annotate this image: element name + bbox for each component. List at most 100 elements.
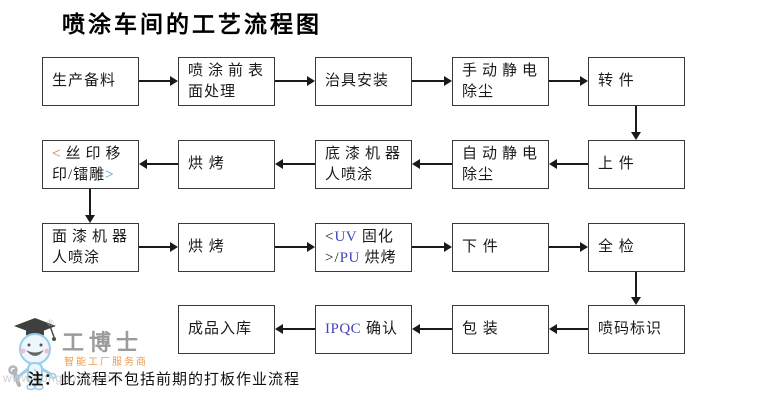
flow-connector-line <box>147 163 178 165</box>
arrow-down-icon <box>631 132 641 140</box>
flow-box-uv-pu-baking: <UV 固化 >/PU 烘烤 <box>315 223 412 272</box>
box-label: 全 检 <box>598 239 635 255</box>
flow-box-load-part: 上 件 <box>588 140 685 189</box>
flow-box-topcoat-robot-spray: 面漆机器 人喷涂 <box>42 223 139 272</box>
label-text: 印/镭雕 <box>52 166 106 183</box>
box-label-line2: 印/镭雕> <box>52 165 138 186</box>
flow-box-jig-install: 治具安装 <box>315 57 412 106</box>
label-latin: UV <box>334 228 358 245</box>
flow-connector-line <box>635 272 637 297</box>
arrow-right-icon <box>444 76 452 86</box>
box-label-line1: 手动静电 <box>462 62 543 79</box>
flow-connector-line <box>557 163 588 165</box>
label-text: 丝印移 <box>65 145 126 162</box>
label-text: 确认 <box>361 321 398 337</box>
flow-connector-line <box>89 189 91 215</box>
arrow-down-icon <box>85 215 95 223</box>
flow-connector-line <box>549 80 580 82</box>
arrow-right-icon <box>170 242 178 252</box>
arrow-left-icon <box>412 324 420 334</box>
box-label-line1: 喷涂前表 <box>188 62 269 79</box>
flow-connector-line <box>412 80 444 82</box>
flow-box-baking-1: 烘 烤 <box>178 140 275 189</box>
box-label: 生产备料 <box>52 73 117 89</box>
box-label-line1: 自动静电 <box>462 145 543 162</box>
flow-box-auto-static-dedust: 自动静电 除尘 <box>452 140 549 189</box>
gongboshi-mascot-icon <box>6 317 64 398</box>
flow-connector-line <box>557 328 588 330</box>
flow-connector-line <box>549 246 580 248</box>
box-label-line2: 人喷涂 <box>325 166 374 183</box>
box-label: 转 件 <box>598 73 635 89</box>
flow-box-unload-part: 下 件 <box>452 223 549 272</box>
label-latin: IPQC <box>325 321 362 337</box>
box-label-line1: <UV 固化 <box>325 227 411 248</box>
box-label: 喷码标识 <box>598 321 663 337</box>
label-text: 固化 <box>357 228 394 245</box>
flow-connector-line <box>283 328 315 330</box>
flow-connector-line <box>139 246 170 248</box>
arrow-left-icon <box>549 324 557 334</box>
arrow-right-icon <box>307 242 315 252</box>
flow-box-materials: 生产备料 <box>42 57 139 106</box>
watermark-tagline: 智能工厂服务商 <box>64 357 148 368</box>
arrow-down-icon <box>631 297 641 305</box>
flow-box-silk-print: <丝印移 印/镭雕> <box>42 140 139 189</box>
flow-connector-line <box>635 106 637 132</box>
box-label: 烘 烤 <box>188 239 225 255</box>
flow-connector-line <box>275 246 307 248</box>
box-label-line2: 除尘 <box>462 166 495 183</box>
arrow-left-icon <box>139 159 147 169</box>
box-label: 成品入库 <box>188 321 253 337</box>
box-label: IPQC 确认 <box>325 319 411 340</box>
arrow-right-icon <box>580 76 588 86</box>
box-label: 上 件 <box>598 156 635 172</box>
watermark-url: www.gongboshi.com <box>3 371 122 385</box>
close-bracket: >/ <box>325 249 340 266</box>
box-label: 包 装 <box>462 321 499 337</box>
flow-box-inkjet-marking: 喷码标识 <box>588 305 685 354</box>
flow-box-primer-robot-spray: 底漆机器 人喷涂 <box>315 140 412 189</box>
footnote: 注：此流程不包括前期的打板作业流程 <box>28 368 300 389</box>
box-label: 烘 烤 <box>188 156 225 172</box>
flow-box-full-inspection: 全 检 <box>588 223 685 272</box>
footnote-text: 此流程不包括前期的打板作业流程 <box>60 372 301 388</box>
flow-box-surface-pretreatment: 喷涂前表 面处理 <box>178 57 275 106</box>
arrow-right-icon <box>307 76 315 86</box>
arrow-left-icon <box>549 159 557 169</box>
arrow-left-icon <box>412 159 420 169</box>
flow-box-baking-2: 烘 烤 <box>178 223 275 272</box>
flow-box-transfer-part: 转 件 <box>588 57 685 106</box>
box-label-line2: 人喷涂 <box>52 249 101 266</box>
flow-box-manual-static-dedust: 手动静电 除尘 <box>452 57 549 106</box>
label-latin: PU <box>339 249 360 266</box>
box-label-line2: 除尘 <box>462 83 495 100</box>
flow-connector-line <box>275 80 307 82</box>
box-label: 治具安装 <box>325 73 390 89</box>
watermark-brand: 工博士 <box>62 330 144 355</box>
registered-trademark-icon: ® <box>47 318 54 328</box>
open-bracket: < <box>52 145 66 162</box>
box-label: 下 件 <box>462 239 499 255</box>
flow-box-finished-storage: 成品入库 <box>178 305 275 354</box>
arrow-right-icon <box>580 242 588 252</box>
flow-connector-line <box>420 163 452 165</box>
flow-connector-line <box>420 328 452 330</box>
flow-box-packing: 包 装 <box>452 305 549 354</box>
box-label-line1: 面漆机器 <box>52 228 133 245</box>
arrow-right-icon <box>444 242 452 252</box>
label-text: 烘烤 <box>359 249 397 266</box>
flow-connector-line <box>139 80 170 82</box>
box-label-line1: <丝印移 <box>52 144 138 165</box>
arrow-right-icon <box>170 76 178 86</box>
close-bracket: > <box>105 166 115 183</box>
flow-connector-line <box>283 163 315 165</box>
page-title: 喷涂车间的工艺流程图 <box>62 12 322 37</box>
open-bracket: < <box>325 228 335 245</box>
box-label-line1: 底漆机器 <box>325 145 406 162</box>
flow-box-ipqc-confirm: IPQC 确认 <box>315 305 412 354</box>
box-label-line2: 面处理 <box>188 83 237 100</box>
footnote-prefix: 注： <box>28 372 61 388</box>
flow-connector-line <box>412 246 444 248</box>
